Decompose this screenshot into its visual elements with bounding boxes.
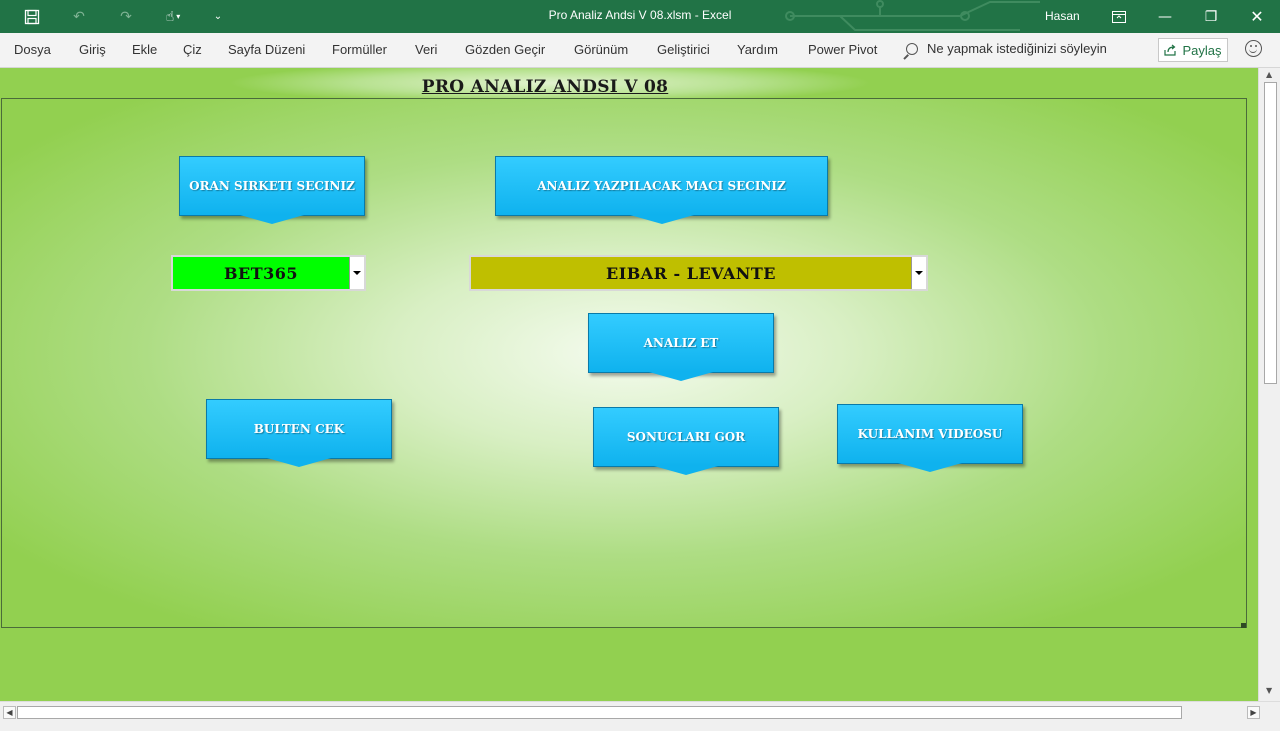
- match-combobox-value: EIBAR - LEVANTE: [606, 263, 776, 283]
- tab-ekle[interactable]: Ekle: [132, 42, 158, 57]
- tab-sayfa-duzeni[interactable]: Sayfa Düzeni: [228, 42, 306, 57]
- window-title: Pro Analiz Andsi V 08.xlsm - Excel: [548, 8, 732, 22]
- chevron-down-icon[interactable]: [911, 257, 926, 289]
- search-icon: [906, 42, 918, 55]
- sheet-title: PRO ANALIZ ANDSI V 08: [421, 77, 669, 97]
- scroll-down-icon[interactable]: ▼: [1266, 686, 1273, 695]
- save-icon[interactable]: [15, 0, 49, 33]
- circuit-decoration: [785, 0, 1040, 31]
- title-glow: [230, 68, 870, 98]
- share-icon: [1164, 44, 1177, 56]
- company-combobox[interactable]: BET365: [171, 255, 366, 291]
- analiz-maci-button[interactable]: ANALIZ YAZPILACAK MACI SECINIZ: [495, 156, 828, 224]
- tab-gorunum[interactable]: Görünüm: [574, 42, 629, 57]
- panel-resize-handle[interactable]: [1241, 623, 1246, 628]
- analiz-et-label: ANALIZ ET: [643, 336, 719, 350]
- scroll-left-icon[interactable]: ◀: [3, 706, 16, 719]
- touch-mode-icon[interactable]: ☝▾: [165, 8, 181, 25]
- analiz-et-button[interactable]: ANALIZ ET: [588, 313, 774, 381]
- match-combobox[interactable]: EIBAR - LEVANTE: [469, 255, 928, 291]
- tab-power-pivot[interactable]: Power Pivot: [808, 42, 878, 57]
- chevron-down-icon[interactable]: [349, 257, 364, 289]
- tab-gelistirici[interactable]: Geliştirici: [657, 42, 710, 57]
- minimize-icon[interactable]: —: [1158, 8, 1172, 25]
- tab-veri[interactable]: Veri: [415, 42, 438, 57]
- undo-icon[interactable]: ↶: [73, 8, 85, 25]
- feedback-smiley-icon[interactable]: [1245, 40, 1262, 57]
- ribbon-display-icon[interactable]: [1102, 0, 1136, 33]
- user-name[interactable]: Hasan: [1045, 9, 1080, 23]
- tab-ciz[interactable]: Çiz: [183, 42, 202, 57]
- dashboard-panel: ORAN SIRKETI SECINIZ ANALIZ YAZPILACAK M…: [1, 98, 1247, 628]
- tell-me-label: Ne yapmak istediğinizi söyleyin: [927, 41, 1107, 56]
- sonuclari-gor-label: SONUCLARI GOR: [626, 430, 746, 444]
- bulten-cek-button[interactable]: BULTEN CEK: [206, 399, 392, 467]
- tab-gozden-gecir[interactable]: Gözden Geçir: [465, 42, 546, 57]
- tab-dosya[interactable]: Dosya: [14, 42, 51, 57]
- kullanim-videosu-label: KULLANIM VIDEOSU: [857, 427, 1003, 441]
- share-button[interactable]: Paylaş: [1158, 38, 1228, 62]
- restore-icon[interactable]: ❐: [1204, 8, 1218, 25]
- tab-yardim[interactable]: Yardım: [737, 42, 778, 57]
- scroll-up-icon[interactable]: ▲: [1266, 70, 1273, 79]
- analiz-maci-label: ANALIZ YAZPILACAK MACI SECINIZ: [537, 179, 786, 193]
- oran-sirketi-button[interactable]: ORAN SIRKETI SECINIZ: [179, 156, 365, 224]
- worksheet: PRO ANALIZ ANDSI V 08 ORAN SIRKETI SECIN…: [0, 68, 1258, 701]
- title-bar: ↶ ↷ ☝▾ ⌄ Pro Analiz Andsi V 08.xlsm - Ex…: [0, 0, 1280, 33]
- tab-giris[interactable]: Giriş: [79, 42, 106, 57]
- bulten-cek-label: BULTEN CEK: [253, 422, 345, 436]
- sonuclari-gor-button[interactable]: SONUCLARI GOR: [593, 407, 779, 475]
- redo-icon[interactable]: ↷: [120, 8, 132, 25]
- ribbon-tabs: Dosya Giriş Ekle Çiz Sayfa Düzeni Formül…: [0, 33, 1280, 68]
- share-label: Paylaş: [1182, 42, 1222, 58]
- customize-qat-icon[interactable]: ⌄: [213, 11, 223, 22]
- kullanim-videosu-button[interactable]: KULLANIM VIDEOSU: [837, 404, 1023, 472]
- vertical-scroll-thumb[interactable]: [1264, 82, 1277, 384]
- scroll-right-icon[interactable]: ▶: [1247, 706, 1260, 719]
- vertical-scrollbar[interactable]: ▲ ▼: [1258, 68, 1280, 701]
- horizontal-scroll-thumb[interactable]: [17, 706, 1182, 719]
- tab-formuller[interactable]: Formüller: [332, 42, 387, 57]
- close-icon[interactable]: ✕: [1250, 7, 1264, 26]
- company-combobox-value: BET365: [223, 263, 299, 283]
- oran-sirketi-label: ORAN SIRKETI SECINIZ: [189, 179, 355, 193]
- tell-me-search[interactable]: Ne yapmak istediğinizi söyleyin: [906, 41, 1107, 56]
